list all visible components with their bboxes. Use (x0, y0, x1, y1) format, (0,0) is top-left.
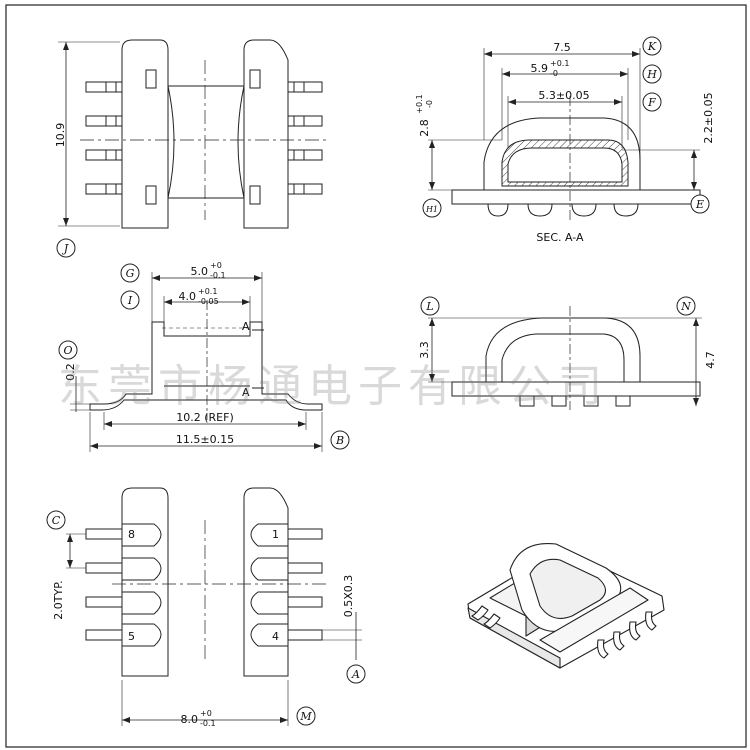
sheet-border (5, 4, 747, 748)
svg-text:+0.1: +0.1 (550, 59, 569, 68)
svg-text:+0.1: +0.1 (415, 94, 424, 113)
pin-label-8: 8 (128, 528, 135, 541)
svg-text:F: F (647, 96, 656, 109)
dim-h-label: 5.9 +0.1 -0 (531, 59, 570, 78)
svg-text:-0.1: -0.1 (210, 271, 226, 280)
dim-b-label: 11.5±0.15 (176, 433, 234, 446)
dim-pitch-label: 2.0TYP. (52, 580, 65, 619)
svg-text:-0: -0 (550, 69, 558, 78)
dim-o-label: 0.2 (64, 363, 77, 381)
isometric-view (467, 542, 665, 669)
svg-text:-0.05: -0.05 (198, 297, 219, 306)
dim-k-label: 7.5 (553, 41, 571, 54)
dim-pin-label: 0.5X0.3 (342, 575, 355, 618)
dim-l-label: 3.3 (418, 341, 431, 359)
svg-text:4.0: 4.0 (179, 290, 197, 303)
svg-text:-0.1: -0.1 (200, 719, 216, 728)
ref-marker-c: C (46, 510, 66, 530)
section-view (428, 48, 701, 220)
svg-text:O: O (63, 344, 72, 357)
svg-text:E: E (695, 198, 704, 211)
dim-f-label: 5.3±0.05 (538, 89, 589, 102)
svg-text:G: G (126, 267, 135, 280)
svg-text:C: C (52, 514, 61, 527)
section-mark-bottom: A (242, 386, 250, 399)
svg-text:H: H (646, 68, 657, 81)
dim-n-label: 4.7 (704, 351, 717, 369)
dim-left-label: 2.8 +0.1 -0 (415, 94, 434, 136)
dim-ref-label: 10.2 (REF) (176, 411, 234, 424)
svg-text:M: M (299, 710, 312, 723)
pin-label-4: 4 (272, 630, 279, 643)
bottom-view (66, 487, 362, 726)
ref-marker-g: G (120, 263, 140, 283)
svg-text:5.0: 5.0 (191, 265, 209, 278)
ref-marker-m: M (296, 706, 316, 726)
ref-marker-h: H (642, 64, 662, 84)
svg-text:5.9: 5.9 (531, 62, 549, 75)
ref-marker-n: N (676, 296, 696, 316)
top-view (58, 39, 330, 229)
section-mark-top: A (242, 320, 250, 333)
svg-text:A: A (351, 668, 360, 681)
ref-marker-k: K (642, 36, 662, 56)
ref-marker-h1: H1 (422, 198, 442, 218)
ref-marker-l: L (420, 296, 440, 316)
ref-marker-j: J (56, 238, 76, 258)
svg-text:B: B (335, 434, 344, 447)
svg-text:-0: -0 (425, 100, 434, 108)
front-view (70, 272, 323, 452)
svg-text:K: K (647, 40, 657, 53)
svg-text:2.8: 2.8 (418, 119, 431, 137)
section-caption: SEC. A-A (536, 231, 584, 244)
ref-marker-b: B (330, 430, 350, 450)
ref-marker-i: I (120, 290, 140, 310)
dim-right-label: 2.2±0.05 (702, 92, 715, 143)
pin-label-5: 5 (128, 630, 135, 643)
pin-label-1: 1 (272, 528, 279, 541)
svg-text:+0: +0 (200, 709, 212, 718)
ref-marker-e: E (690, 194, 710, 214)
dim-i-label: 4.0 +0.1 -0.05 (179, 287, 219, 306)
svg-text:J: J (62, 242, 69, 255)
dim-height-label: 10.9 (54, 123, 67, 148)
ref-marker-f: F (642, 92, 662, 112)
dim-g-label: 5.0 +0 -0.1 (191, 261, 226, 280)
dim-m-label: 8.0 +0 -0.1 (181, 709, 216, 728)
svg-text:H1: H1 (425, 205, 438, 214)
svg-text:+0: +0 (210, 261, 222, 270)
svg-text:I: I (127, 294, 133, 307)
svg-text:L: L (425, 300, 433, 313)
ref-marker-o: O (58, 340, 78, 360)
svg-text:N: N (680, 300, 691, 313)
svg-text:+0.1: +0.1 (198, 287, 217, 296)
svg-text:8.0: 8.0 (181, 713, 199, 726)
ref-marker-a: A (346, 664, 366, 684)
side-view (428, 306, 702, 410)
